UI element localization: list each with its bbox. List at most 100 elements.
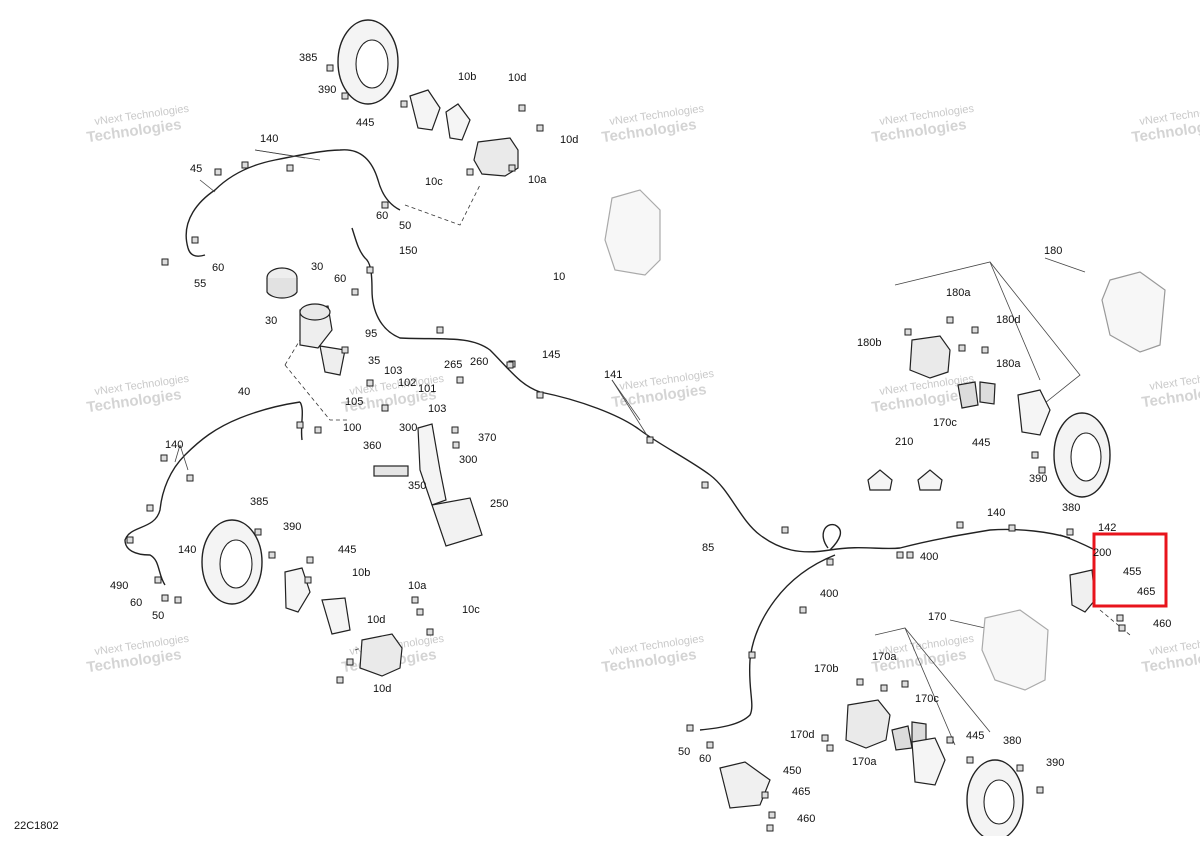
fastener (346, 658, 354, 666)
fastener (174, 596, 182, 604)
rotor-bottom (966, 759, 1024, 841)
fastener (154, 576, 162, 584)
fastener (880, 684, 888, 692)
fastener (946, 316, 954, 324)
part-label-180a: 180a (946, 287, 971, 299)
fastener (381, 201, 389, 209)
fastener (799, 606, 807, 614)
part-label-142: 142 (1098, 522, 1116, 534)
part-label-170a: 170a (872, 651, 897, 663)
fastener (411, 596, 419, 604)
part-label-390: 390 (1029, 473, 1047, 485)
part-label-400: 400 (920, 551, 938, 563)
part-label-60: 60 (334, 273, 346, 285)
part-label-250: 250 (490, 498, 508, 510)
fastener (336, 676, 344, 684)
fastener (254, 528, 262, 536)
part-label-390: 390 (318, 84, 336, 96)
part-label-60: 60 (212, 262, 224, 274)
part-label-460: 460 (797, 813, 815, 825)
part-label-140: 140 (165, 439, 183, 451)
fastener (241, 161, 249, 169)
part-label-30: 30 (265, 315, 277, 327)
diagram-code: 22C1802 (14, 820, 59, 832)
fastener (304, 576, 312, 584)
part-label-100: 100 (343, 422, 361, 434)
part-label-455: 455 (1123, 566, 1141, 578)
part-label-350: 350 (408, 480, 426, 492)
fastener (956, 521, 964, 529)
part-label-150: 150 (399, 245, 417, 257)
part-label-300: 300 (399, 422, 417, 434)
part-label-180a: 180a (996, 358, 1021, 370)
fastener (452, 441, 460, 449)
part-label-360: 360 (363, 440, 381, 452)
part-label-60: 60 (376, 210, 388, 222)
fastener (1116, 614, 1124, 622)
part-label-55: 55 (194, 278, 206, 290)
part-label-101: 101 (418, 383, 436, 395)
fastener (1038, 466, 1046, 474)
part-label-50: 50 (152, 610, 164, 622)
part-label-490: 490 (110, 580, 128, 592)
fastener (686, 724, 694, 732)
part-label-10d: 10d (373, 683, 391, 695)
part-label-140: 140 (178, 544, 196, 556)
fastener (426, 628, 434, 636)
part-label-10a: 10a (408, 580, 427, 592)
fastener (906, 551, 914, 559)
part-label-95: 95 (365, 328, 377, 340)
part-label-105: 105 (345, 396, 363, 408)
part-label-180: 180 (1044, 245, 1062, 257)
fastener (1008, 524, 1016, 532)
part-label-50: 50 (678, 746, 690, 758)
fastener (268, 551, 276, 559)
part-label-103: 103 (428, 403, 446, 415)
part-label-140: 140 (987, 507, 1005, 519)
calipers (284, 89, 1166, 809)
fastener (451, 426, 459, 434)
fastener (971, 326, 979, 334)
part-label-10d: 10d (367, 614, 385, 626)
part-label-445: 445 (338, 544, 356, 556)
fastener (1016, 764, 1024, 772)
fastener (946, 736, 954, 744)
fastener (646, 436, 654, 444)
fastener (296, 421, 304, 429)
fastener (314, 426, 322, 434)
fastener (341, 92, 349, 100)
part-label-102: 102 (398, 377, 416, 389)
part-label-145: 145 (542, 349, 560, 361)
fastener (456, 376, 464, 384)
fastener (1118, 624, 1126, 632)
part-label-10c: 10c (462, 604, 480, 616)
part-label-103: 103 (384, 365, 402, 377)
part-label-265: 265 (444, 359, 462, 371)
part-label-35: 35 (368, 355, 380, 367)
part-label-85: 85 (702, 542, 714, 554)
fastener (966, 756, 974, 764)
part-label-170: 170 (928, 611, 946, 623)
part-label-385: 385 (299, 52, 317, 64)
part-label-140: 140 (260, 133, 278, 145)
part-label-390: 390 (1046, 757, 1064, 769)
part-label-170d: 170d (790, 729, 814, 741)
fastener (214, 168, 222, 176)
part-label-10a: 10a (528, 174, 547, 186)
fastener (366, 379, 374, 387)
part-label-445: 445 (356, 117, 374, 129)
part-label-60: 60 (130, 597, 142, 609)
fastener (856, 678, 864, 686)
fastener (306, 556, 314, 564)
part-label-180d: 180d (996, 314, 1020, 326)
fastener (768, 811, 776, 819)
